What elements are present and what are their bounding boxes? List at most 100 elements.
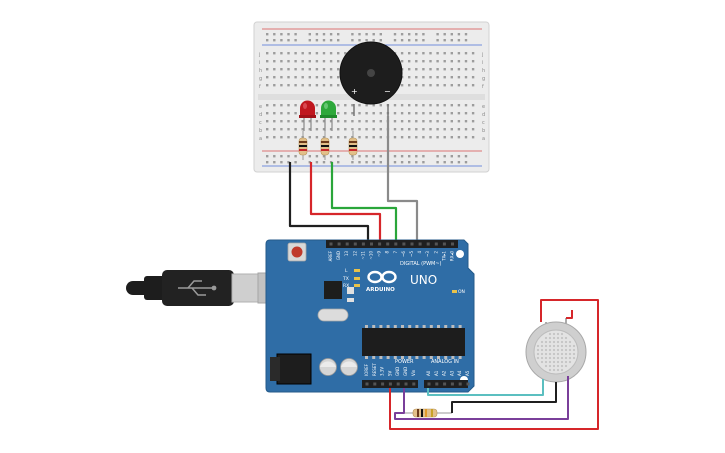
breadboard-hole[interactable]	[422, 128, 425, 131]
rail-hole[interactable]	[365, 33, 368, 36]
rail-hole[interactable]	[393, 33, 397, 36]
breadboard-hole[interactable]	[280, 112, 283, 115]
breadboard-hole[interactable]	[301, 60, 304, 63]
breadboard-hole[interactable]	[436, 120, 439, 123]
breadboard-hole[interactable]	[351, 120, 354, 123]
breadboard-hole[interactable]	[273, 84, 276, 87]
breadboard-hole[interactable]	[400, 84, 404, 87]
breadboard-hole[interactable]	[273, 104, 276, 107]
breadboard-hole[interactable]	[344, 136, 347, 139]
breadboard-hole[interactable]	[429, 84, 432, 87]
breadboard-hole[interactable]	[266, 76, 269, 79]
rail-hole[interactable]	[393, 155, 397, 158]
breadboard-hole[interactable]	[322, 52, 326, 55]
wire-teal-a0[interactable]	[427, 379, 544, 396]
rail-hole[interactable]	[358, 155, 361, 158]
breadboard-hole[interactable]	[443, 112, 446, 115]
rail-hole[interactable]	[266, 33, 269, 36]
breadboard-hole[interactable]	[443, 120, 446, 123]
breadboard-hole[interactable]	[457, 136, 461, 139]
breadboard-hole[interactable]	[379, 128, 382, 131]
rail-hole[interactable]	[329, 155, 333, 158]
header-pin-hole[interactable]	[418, 242, 422, 246]
rail-hole[interactable]	[273, 33, 276, 36]
rail-hole[interactable]	[351, 155, 354, 158]
breadboard-hole[interactable]	[280, 120, 283, 123]
breadboard-hole[interactable]	[464, 76, 468, 79]
breadboard-hole[interactable]	[471, 68, 475, 71]
rail-hole[interactable]	[365, 39, 368, 42]
breadboard-hole[interactable]	[273, 136, 276, 139]
header-pin-hole[interactable]	[381, 382, 385, 386]
breadboard-hole[interactable]	[464, 120, 468, 123]
rail-hole[interactable]	[337, 161, 340, 164]
breadboard-hole[interactable]	[464, 60, 468, 63]
breadboard-hole[interactable]	[471, 60, 475, 63]
breadboard-hole[interactable]	[294, 136, 297, 139]
breadboard-hole[interactable]	[408, 104, 411, 107]
breadboard-hole[interactable]	[280, 68, 283, 71]
breadboard-hole[interactable]	[287, 128, 290, 131]
breadboard-hole[interactable]	[266, 84, 269, 87]
breadboard-hole[interactable]	[372, 104, 375, 107]
header-pin-hole[interactable]	[388, 382, 392, 386]
breadboard-hole[interactable]	[294, 60, 297, 63]
breadboard-hole[interactable]	[337, 104, 340, 107]
breadboard-hole[interactable]	[351, 104, 354, 107]
breadboard-hole[interactable]	[471, 104, 475, 107]
breadboard-hole[interactable]	[315, 112, 319, 115]
breadboard-hole[interactable]	[266, 120, 269, 123]
breadboard-hole[interactable]	[422, 76, 425, 79]
rail-hole[interactable]	[294, 161, 297, 164]
rail-hole[interactable]	[379, 33, 382, 36]
breadboard-hole[interactable]	[393, 128, 397, 131]
breadboard-hole[interactable]	[358, 120, 361, 123]
breadboard-hole[interactable]	[337, 76, 340, 79]
breadboard-hole[interactable]	[429, 60, 432, 63]
breadboard-hole[interactable]	[379, 112, 382, 115]
breadboard-hole[interactable]	[287, 52, 290, 55]
breadboard-hole[interactable]	[464, 104, 468, 107]
breadboard-hole[interactable]	[464, 112, 468, 115]
wire-red-pin12[interactable]	[309, 162, 382, 244]
breadboard-hole[interactable]	[415, 112, 418, 115]
rail-hole[interactable]	[280, 39, 283, 42]
breadboard-hole[interactable]	[322, 84, 326, 87]
breadboard-hole[interactable]	[308, 68, 311, 71]
breadboard-hole[interactable]	[415, 136, 418, 139]
breadboard-hole[interactable]	[322, 76, 326, 79]
breadboard-hole[interactable]	[329, 68, 333, 71]
breadboard-hole[interactable]	[436, 136, 439, 139]
rail-hole[interactable]	[322, 155, 326, 158]
breadboard-hole[interactable]	[351, 136, 354, 139]
gas-sensor[interactable]	[525, 318, 587, 383]
rail-hole[interactable]	[337, 155, 340, 158]
rail-hole[interactable]	[315, 33, 319, 36]
rail-hole[interactable]	[287, 39, 290, 42]
breadboard-hole[interactable]	[266, 104, 269, 107]
breadboard-hole[interactable]	[337, 84, 340, 87]
breadboard-hole[interactable]	[443, 128, 446, 131]
breadboard-hole[interactable]	[408, 60, 411, 63]
rail-hole[interactable]	[266, 161, 269, 164]
breadboard-hole[interactable]	[457, 120, 461, 123]
breadboard-hole[interactable]	[329, 60, 333, 63]
rail-hole[interactable]	[457, 161, 461, 164]
rail-hole[interactable]	[308, 155, 311, 158]
breadboard-hole[interactable]	[351, 128, 354, 131]
breadboard-hole[interactable]	[287, 68, 290, 71]
header-pin-hole[interactable]	[450, 382, 454, 386]
breadboard-hole[interactable]	[393, 120, 397, 123]
breadboard-hole[interactable]	[422, 112, 425, 115]
rail-hole[interactable]	[443, 161, 446, 164]
rail-hole[interactable]	[400, 161, 404, 164]
breadboard-hole[interactable]	[365, 128, 368, 131]
rail-hole[interactable]	[400, 155, 404, 158]
breadboard-hole[interactable]	[365, 112, 368, 115]
rail-hole[interactable]	[408, 155, 411, 158]
breadboard-hole[interactable]	[450, 68, 453, 71]
breadboard-hole[interactable]	[329, 52, 333, 55]
rail-hole[interactable]	[464, 39, 468, 42]
breadboard-hole[interactable]	[422, 60, 425, 63]
